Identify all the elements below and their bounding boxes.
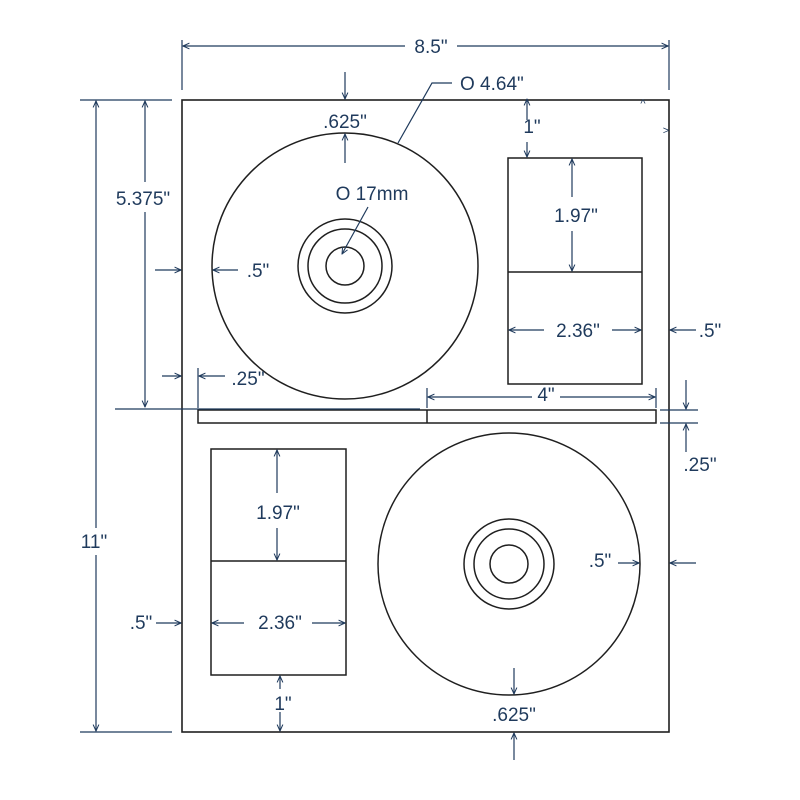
lower-tray-left-margin-label: .5" (130, 613, 153, 634)
side-margin-left-label: .5" (247, 261, 270, 282)
dim-lower-tray-upper-height: 1.97" (256, 450, 300, 560)
dim-lower-tray-lower-height: 2.36" (212, 613, 345, 634)
dim-label-diameter: O 4.64" (397, 74, 524, 144)
tray-top-margin-label: 1" (523, 117, 540, 138)
sheet-height-label: 11" (81, 532, 107, 553)
dim-strip-left-margin: .25" (162, 368, 265, 408)
bottom-margin-label: .625" (492, 705, 536, 726)
lower-tray-upper-height-label: 1.97" (256, 503, 300, 524)
lower-tray-bottom-margin-label: 1" (274, 694, 291, 715)
dim-tray-lower-height: 2.36" (509, 321, 641, 342)
sheet-width-label: 8.5" (414, 37, 447, 58)
lower-tray-lower-height-label: 2.36" (258, 613, 302, 634)
dim-lower-disc-right-margin: .5" (589, 551, 696, 572)
top-disc-hub-outer (297, 218, 393, 314)
bottom-disc-outer-ring (377, 432, 641, 696)
lower-tray-box (210, 448, 347, 676)
top-disc-label (211, 132, 479, 400)
bottom-disc-label (377, 432, 641, 696)
upper-tray-labels (507, 157, 643, 385)
top-margin-label: .625" (323, 112, 367, 133)
tray-lower-height-label: 2.36" (556, 321, 600, 342)
dim-sheet-width: 8.5" (181, 37, 670, 90)
dim-tray-top-margin: 1" (523, 99, 541, 157)
strip-width-label: 4" (537, 385, 554, 406)
dim-top-disc-offset: 5.375" (115, 101, 420, 410)
sheet-outline (181, 99, 670, 733)
label-diameter-text: O 4.64" (460, 74, 524, 95)
dim-top-margin: .625" (323, 72, 367, 163)
dim-strip-width: 4" (426, 385, 657, 408)
top-disc-offset-label: 5.375" (116, 189, 170, 210)
strip-left-margin-label: .25" (231, 369, 264, 390)
tray-upper-height-label: 1.97" (554, 206, 598, 227)
bottom-disc-hub-outer (463, 518, 555, 610)
dim-side-margin-right: .5" (670, 321, 721, 342)
corner-mark-right: > (663, 125, 669, 137)
dim-tray-upper-height: 1.97" (554, 159, 598, 271)
bottom-disc-hub-middle (473, 528, 545, 600)
hub-diameter-label: O 17mm (336, 184, 409, 205)
strip-gap-label: .25" (683, 455, 716, 476)
dim-sheet-height: 11" (80, 99, 172, 733)
dim-side-margin-left: .5" (155, 261, 269, 282)
corner-mark-up: ^ (640, 98, 646, 110)
dim-hub-diameter: O 17mm (336, 184, 409, 254)
bottom-disc-center-hole (489, 544, 529, 584)
top-disc-outer-ring (211, 132, 479, 400)
lower-disc-right-margin-label: .5" (589, 551, 612, 572)
upper-tray-box (507, 157, 643, 385)
side-margin-right-label: .5" (699, 321, 722, 342)
lower-tray-labels (210, 448, 347, 676)
spine-strips (197, 409, 657, 424)
dim-bottom-margin: .625" (492, 668, 536, 760)
top-disc-hub-middle (307, 228, 383, 304)
dim-lower-tray-bottom-margin: 1" (274, 676, 292, 731)
dim-strip-gap: .25" (660, 380, 717, 476)
dim-lower-tray-left-margin: .5" (130, 613, 181, 634)
